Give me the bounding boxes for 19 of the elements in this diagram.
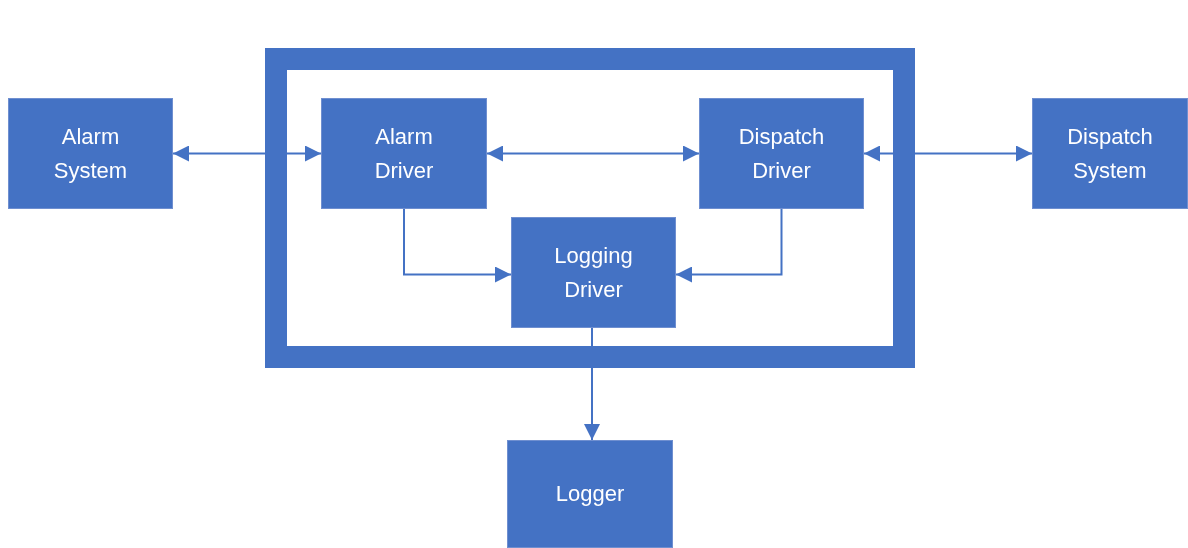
process-box [511,217,676,328]
node-label: Dispatch System [1066,122,1154,185]
frame-box [265,48,915,368]
node-label: Logger [555,480,625,508]
node-label: Alarm System [52,122,129,185]
process-box [8,98,173,209]
node-label: Logging Driver [553,241,634,304]
arrow [486,145,700,162]
arrow [403,208,512,283]
process-box [1032,98,1188,209]
arrow [863,145,1033,162]
process-box [507,440,673,548]
arrow [584,327,600,441]
process-box [321,98,487,209]
arrow [675,208,783,283]
node-label: Dispatch Driver [737,122,826,185]
node-label: Alarm Driver [373,122,435,185]
process-box [699,98,864,209]
arrow [172,145,322,162]
